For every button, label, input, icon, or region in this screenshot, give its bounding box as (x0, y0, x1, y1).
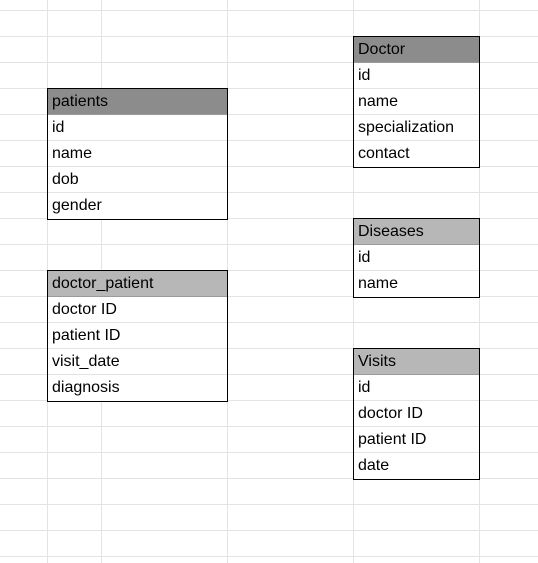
doctor-table-header[interactable]: Doctor (354, 37, 479, 63)
grid-row-line (0, 10, 538, 11)
doctor-patient-field-doctor-id[interactable]: doctor ID (48, 297, 227, 323)
visits-field-id[interactable]: id (354, 375, 479, 401)
patients-table[interactable]: patients id name dob gender (47, 88, 228, 220)
diseases-field-name[interactable]: name (358, 275, 399, 292)
grid-row-line (0, 218, 538, 219)
doctor-patient-field-diagnosis[interactable]: diagnosis (52, 379, 120, 396)
grid-row-line (0, 62, 538, 63)
grid-row-line (0, 374, 538, 375)
grid-row-line (0, 426, 538, 427)
grid-row-line (0, 400, 538, 401)
grid-row-line (0, 530, 538, 531)
doctor-patient-field-visit-date[interactable]: visit_date (48, 349, 227, 375)
grid-row-line (0, 166, 538, 167)
doctor-table[interactable]: Doctor id name specialization contact (353, 36, 480, 168)
patients-table-header[interactable]: patients (48, 89, 227, 115)
diseases-table-header[interactable]: Diseases (354, 219, 479, 245)
grid-row-line (0, 348, 538, 349)
grid-row-line (0, 452, 538, 453)
grid-row-line (0, 114, 538, 115)
patients-field-id[interactable]: id (48, 115, 227, 141)
doctor-patient-field-patient-id[interactable]: patient ID (48, 323, 227, 349)
visits-field-patient-id[interactable]: patient ID (354, 427, 479, 453)
patients-field-gender[interactable]: gender (52, 197, 102, 214)
grid-row-line (0, 192, 538, 193)
visits-field-date[interactable]: date (358, 457, 390, 474)
doctor-patient-table[interactable]: doctor_patient doctor ID patient ID visi… (47, 270, 228, 402)
diseases-table[interactable]: Diseases id name (353, 218, 480, 298)
grid-row-line (0, 36, 538, 37)
doctor-field-id[interactable]: id (354, 63, 479, 89)
grid-row-line (0, 88, 538, 89)
grid-row-line (0, 322, 538, 323)
visits-table-header[interactable]: Visits (354, 349, 479, 375)
patients-field-dob[interactable]: dob (48, 167, 227, 193)
diseases-field-id[interactable]: id (354, 245, 479, 271)
visits-table[interactable]: Visits id doctor ID patient ID date (353, 348, 480, 480)
grid-row-line (0, 244, 538, 245)
grid-row-line (0, 556, 538, 557)
grid-row-line (0, 140, 538, 141)
grid-row-line (0, 504, 538, 505)
doctor-field-specialization[interactable]: specialization (354, 115, 479, 141)
doctor-field-name[interactable]: name (354, 89, 479, 115)
doctor-field-contact[interactable]: contact (358, 145, 410, 162)
patients-field-name[interactable]: name (48, 141, 227, 167)
visits-field-doctor-id[interactable]: doctor ID (354, 401, 479, 427)
grid-row-line (0, 478, 538, 479)
grid-row-line (0, 270, 538, 271)
grid-row-line (0, 296, 538, 297)
doctor-patient-table-header[interactable]: doctor_patient (48, 271, 227, 297)
